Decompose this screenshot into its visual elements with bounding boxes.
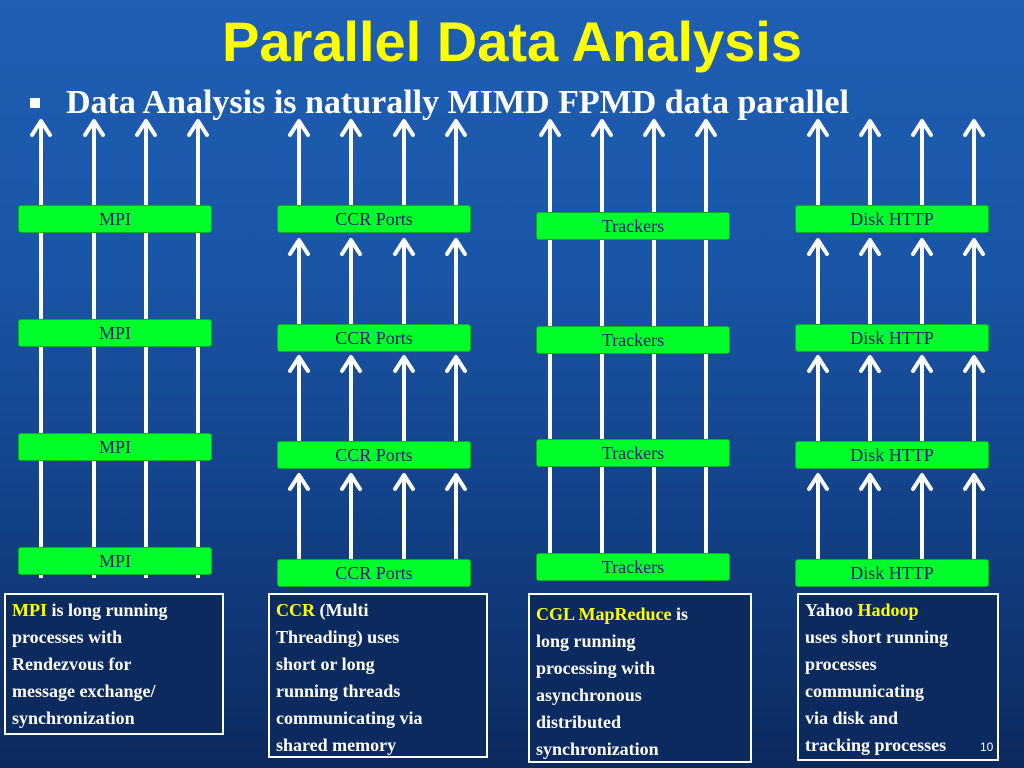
arrow-head-icon [135,119,157,137]
arrow-head-icon [288,238,310,256]
ccr-highlight: CCR [276,600,315,620]
arrow-head-icon [807,355,829,373]
mpi-description: MPI is long running processes with Rende… [4,593,224,735]
ccr-ports-box: CCR Ports [277,324,471,352]
disk-http-box: Disk HTTP [795,324,989,352]
slide-title: Parallel Data Analysis [221,10,802,73]
hadoop-description: Yahoo Hadoop uses short running processe… [797,593,999,761]
ccr-ports-box: CCR Ports [277,205,471,233]
arrow-head-icon [695,119,717,137]
cgl-mapreduce-highlight: CGL MapReduce [536,604,672,624]
disk-http-box: Disk HTTP [795,205,989,233]
ccr-description-text: (Multi Threading) uses short or long run… [276,600,423,755]
square-bullet-icon [30,98,40,108]
arrow-head-icon [445,238,467,256]
ccr-ports-box: CCR Ports [277,441,471,469]
arrow-head-icon [911,355,933,373]
mpi-box: MPI [18,319,212,347]
arrow-head-icon [807,473,829,491]
disk-http-box: Disk HTTP [795,441,989,469]
arrow-head-icon [807,238,829,256]
trackers-box: Trackers [536,553,730,581]
arrow-head-icon [911,119,933,137]
arrow-head-icon [445,119,467,137]
hadoop-description-text: uses short running processes communicati… [805,627,949,755]
arrow-head-icon [859,473,881,491]
arrow-head-icon [288,119,310,137]
arrow-head-icon [643,119,665,137]
arrow-head-icon [963,355,985,373]
trackers-box: Trackers [536,326,730,354]
arrow-head-icon [288,355,310,373]
trackers-box: Trackers [536,212,730,240]
arrow-head-icon [340,119,362,137]
arrow-head-icon [911,473,933,491]
arrow-head-icon [187,119,209,137]
arrow-head-icon [859,355,881,373]
hadoop-prefix: Yahoo [805,600,858,620]
cgl-mapreduce-description: CGL MapReduce is long running processing… [528,593,752,763]
arrow-head-icon [859,119,881,137]
arrow-head-icon [445,473,467,491]
page-number: 10 [980,740,994,754]
arrow-head-icon [393,119,415,137]
ccr-description: CCR (Multi Threading) uses short or long… [268,593,488,758]
arrow-head-icon [911,238,933,256]
arrow-head-icon [393,238,415,256]
arrow-head-icon [30,119,52,137]
arrow-head-icon [859,238,881,256]
disk-http-box: Disk HTTP [795,559,989,587]
arrow-head-icon [393,473,415,491]
arrow-head-icon [963,473,985,491]
mpi-box: MPI [18,547,212,575]
arrow-head-icon [393,355,415,373]
arrow-head-icon [591,119,613,137]
arrow-head-icon [340,238,362,256]
arrow-head-icon [445,355,467,373]
arrow-head-icon [288,473,310,491]
arrow-head-icon [83,119,105,137]
arrow-head-icon [340,355,362,373]
arrow-head-icon [963,238,985,256]
mpi-box: MPI [18,205,212,233]
arrow-head-icon [539,119,561,137]
arrow-head-icon [807,119,829,137]
mpi-highlight: MPI [12,600,47,620]
arrow-head-icon [963,119,985,137]
mpi-description-text: is long running processes with Rendezvou… [12,600,168,728]
mpi-box: MPI [18,433,212,461]
arrow-head-icon [340,473,362,491]
cgl-mapreduce-description-text: is long running processing with asynchro… [536,604,689,759]
hadoop-highlight: Hadoop [857,600,919,620]
bullet-text: Data Analysis is naturally MIMD FPMD dat… [66,84,849,121]
ccr-ports-box: CCR Ports [277,559,471,587]
trackers-box: Trackers [536,439,730,467]
